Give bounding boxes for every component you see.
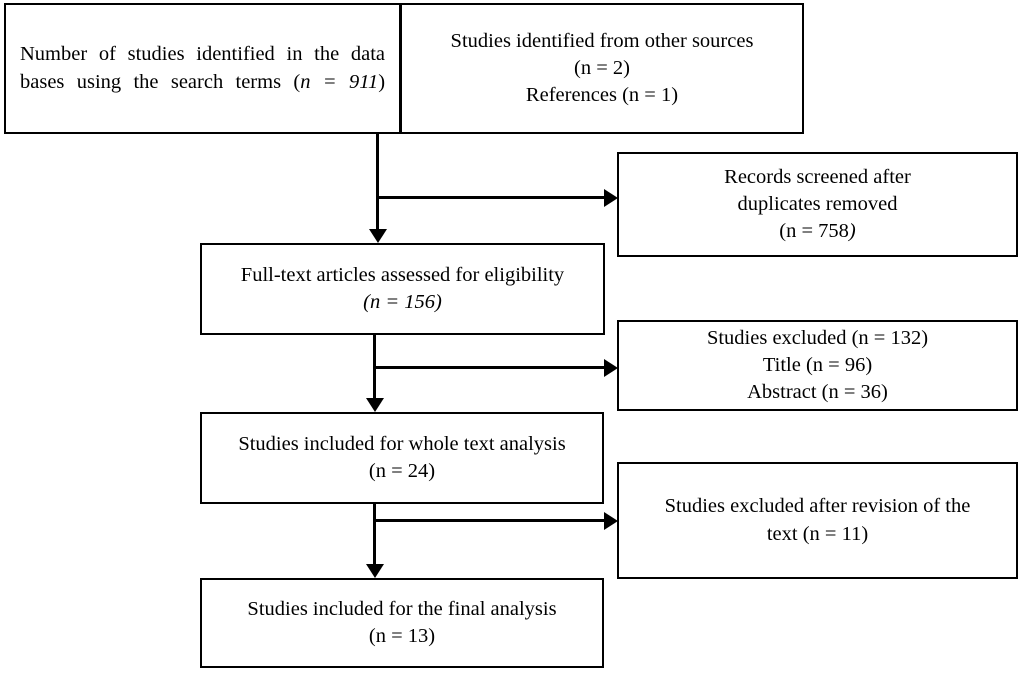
box-databases-line2-prefix: bases using the search terms ( [20,70,301,93]
box-databases-line2-suffix: ) [378,70,386,93]
box-full-text-assessed: Full-text articles assessed for eligibil… [200,243,605,335]
box-other-sources-text: Studies identified from other sources (n … [402,28,802,109]
connector-trunk-top [376,134,379,229]
box-studies-included-final-analysis: Studies included for the final analysis (… [200,578,604,668]
connector-branch-excluded-1 [373,366,608,369]
box-full-text-text: Full-text articles assessed for eligibil… [202,262,603,316]
box-other-sources-line3: References (n = 1) [525,84,679,107]
box-full-text-line2: (n = 156) [363,291,442,313]
box-excluded-1-line2: Title (n = 96) [762,353,873,376]
box-records-screened-line2: duplicates removed [737,192,898,215]
box-final-analysis-line2: (n = 13) [368,625,436,647]
box-whole-text-line2: (n = 24) [368,460,436,482]
box-studies-identified-databases: Number of studies identified in the data… [4,3,401,134]
arrowhead-to-records-screened [604,189,618,207]
box-databases-text: Number of studies identified in the data… [6,41,399,95]
box-final-analysis-line1: Studies included for the final analysis [247,597,557,620]
box-studies-included-whole-text: Studies included for whole text analysis… [200,412,604,504]
arrowhead-to-excluded-2 [604,512,618,530]
box-records-screened-text: Records screened after duplicates removed… [619,164,1016,245]
box-whole-text-text: Studies included for whole text analysis… [202,431,602,485]
box-records-screened-line1: Records screened after [724,165,911,188]
box-records-screened-line3-paren: ) [848,220,856,243]
box-records-screened-line3: (n = 758 [779,220,849,243]
box-excluded-1-line1: Studies excluded (n = 132) [706,326,929,349]
box-excluded-2-line1: Studies excluded after revision of the [664,495,971,518]
box-studies-excluded-title-abstract: Studies excluded (n = 132) Title (n = 96)… [617,320,1018,411]
box-excluded-2-line2: text (n = 11) [766,522,869,545]
connector-branch-excluded-2 [373,519,608,522]
box-excluded-2-text: Studies excluded after revision of the te… [619,493,1016,547]
box-studies-identified-other-sources: Studies identified from other sources (n … [400,3,804,134]
box-excluded-1-line3: Abstract (n = 36) [747,381,888,404]
box-databases-line1: Number of studies identified in the data [20,43,385,66]
box-other-sources-line1: Studies identified from other sources [450,29,754,52]
box-full-text-line1: Full-text articles assessed for eligibil… [240,263,565,286]
arrowhead-to-whole-text [365,398,384,412]
arrowhead-to-full-text [368,229,387,243]
box-excluded-1-text: Studies excluded (n = 132) Title (n = 96)… [619,325,1016,406]
box-studies-excluded-after-revision: Studies excluded after revision of the te… [617,462,1018,579]
box-whole-text-line1: Studies included for whole text analysis [238,432,566,455]
box-databases-line2-count: n = 911 [300,70,379,93]
box-records-screened: Records screened after duplicates removed… [617,152,1018,257]
box-final-analysis-text: Studies included for the final analysis (… [202,596,602,650]
arrowhead-to-excluded-1 [604,359,618,377]
arrowhead-to-final-analysis [365,564,384,578]
connector-trunk-bottom [373,504,376,564]
box-other-sources-line2: (n = 2) [574,56,630,79]
connector-branch-records-screened [376,196,608,199]
